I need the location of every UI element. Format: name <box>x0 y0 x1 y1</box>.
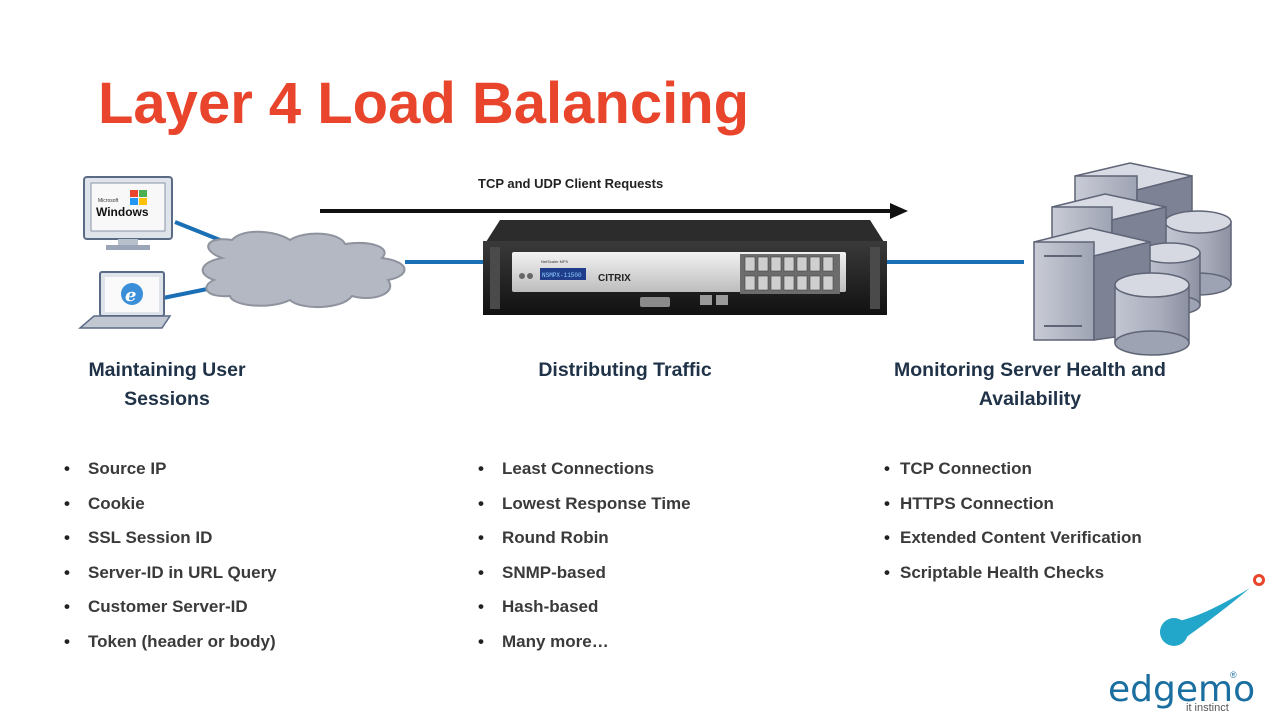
list-item: Server-ID in URL Query <box>64 560 277 595</box>
list-item: Round Robin <box>478 525 691 560</box>
laptop-icon: e <box>77 271 172 329</box>
microsoft-text: Microsoft <box>98 198 119 204</box>
health-checks-list: TCP Connection HTTPS Connection Extended… <box>884 456 1142 594</box>
appliance-brand-text: CITRIX <box>598 273 631 284</box>
list-item: Many more… <box>478 629 691 664</box>
request-arrow <box>320 203 908 219</box>
list-item: SNMP-based <box>478 560 691 595</box>
list-item: Lowest Response Time <box>478 491 691 526</box>
list-item: Cookie <box>64 491 277 526</box>
session-methods-list: Source IP Cookie SSL Session ID Server-I… <box>64 456 277 663</box>
list-item: TCP Connection <box>884 456 1142 491</box>
appliance-model-text: NetScaler MPX <box>541 259 569 264</box>
edgemo-logo-mark <box>1160 574 1265 646</box>
column-heading-distributing: Distributing Traffic <box>538 359 712 381</box>
logo-tagline: it instinct <box>1186 702 1229 714</box>
registered-mark: ® <box>1230 670 1237 680</box>
list-item: Source IP <box>64 456 277 491</box>
netscaler-appliance-icon: NSMPX-11500 NetScaler MPX CITRIX <box>483 220 887 315</box>
windows-text: Windows <box>96 205 149 219</box>
column-heading-sessions: Maintaining User Sessions <box>88 359 246 410</box>
list-item: Extended Content Verification <box>884 525 1142 560</box>
appliance-display-text: NSMPX-11500 <box>542 272 582 279</box>
list-item: Customer Server-ID <box>64 594 277 629</box>
internet-explorer-glyph: e <box>125 285 136 306</box>
list-item: Scriptable Health Checks <box>884 560 1142 595</box>
list-item: SSL Session ID <box>64 525 277 560</box>
distribution-methods-list: Least Connections Lowest Response Time R… <box>478 456 691 663</box>
desktop-computer-icon: Microsoft Windows <box>83 176 173 250</box>
column-heading-monitoring: Monitoring Server Health and Availabilit… <box>894 359 1166 410</box>
list-item: Token (header or body) <box>64 629 277 664</box>
list-item: Least Connections <box>478 456 691 491</box>
cloud-icon <box>201 230 406 309</box>
list-item: HTTPS Connection <box>884 491 1142 526</box>
server-cluster-icon <box>1033 162 1232 356</box>
page-title: Layer 4 Load Balancing <box>98 71 750 136</box>
arrow-label: TCP and UDP Client Requests <box>478 176 664 191</box>
list-item: Hash-based <box>478 594 691 629</box>
edgemo-logo-text: edgemo <box>1108 669 1256 710</box>
